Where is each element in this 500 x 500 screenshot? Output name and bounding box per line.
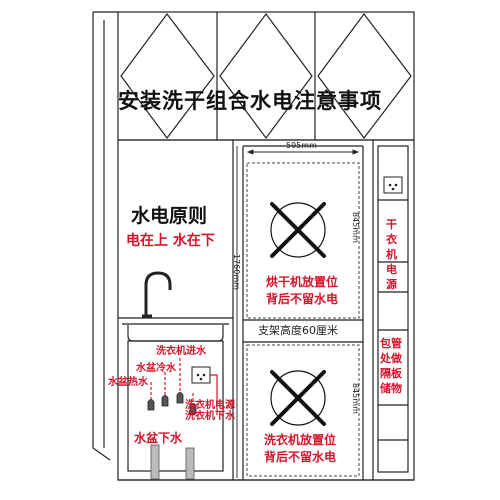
basin-drain-label: 水盆下水	[134, 431, 183, 445]
basin-drain-pipe	[150, 444, 160, 480]
bracket-height-label: 支架高度60厘米	[258, 324, 338, 337]
washer-power-label: 洗衣机电源	[185, 400, 235, 411]
page-title: 安装洗干组合水电注意事项	[118, 89, 382, 113]
pipe-partition-side-label: 包管处做隔板储物	[380, 337, 402, 395]
washer-position-label: 洗衣机放置位	[264, 433, 337, 447]
dryer-height-label: 845mm	[351, 212, 360, 243]
dryer-x-circle	[270, 202, 326, 258]
sink-cabinet-door	[127, 340, 224, 472]
basin-cold-label: 水盆冷水	[136, 363, 176, 374]
lower-cabinet-frame	[117, 139, 415, 481]
sink-basin	[127, 325, 224, 342]
dryer-position-label: 烘干机放置位	[266, 275, 339, 289]
cabinet-door-diamond-3	[317, 12, 412, 140]
faucet-spout	[144, 271, 172, 316]
total-height-label: 1760mm	[232, 254, 241, 290]
cabinet-door-diamond-2	[219, 12, 313, 140]
dryer-power-side-label: 干衣机电源	[386, 218, 397, 291]
cabinet-door-diamond-1	[120, 12, 215, 140]
washer-x-stroke-2	[270, 370, 326, 426]
cabinet-width-label: 595mm	[286, 141, 317, 150]
washer-x-circle	[270, 370, 326, 426]
washer-outline	[246, 344, 360, 477]
dryer-power-socket-icon	[383, 176, 403, 194]
upper-cabinet-frame	[117, 11, 415, 141]
washer-drain-valve-icon	[189, 403, 197, 415]
washer-inlet-label: 洗衣机进水	[156, 346, 206, 357]
cold-valve-icon	[161, 395, 169, 407]
washer-no-utilities-label: 背后不留水电	[264, 450, 337, 464]
hot-valve-icon	[147, 399, 155, 411]
washer-power-lead	[210, 374, 218, 415]
width-arrow-left	[246, 149, 254, 155]
width-arrow-right	[352, 149, 360, 155]
inlet-valve-icon	[176, 392, 184, 404]
wall-bottom-line	[92, 447, 111, 461]
washer-power-socket-icon	[191, 366, 211, 384]
principle-rule: 电在上 水在下	[126, 233, 215, 249]
dryer-outline	[246, 162, 360, 319]
washer-drain-label: 洗衣机下水	[185, 411, 235, 422]
dryer-x-stroke-2	[270, 202, 326, 258]
shelf-column-frame	[377, 145, 409, 473]
washer-height-label: 845mm	[351, 383, 360, 414]
washer-drain-standpipe	[185, 447, 195, 480]
dryer-no-utilities-label: 背后不留水电	[266, 292, 339, 306]
basin-hot-label: 水盆热水	[108, 377, 148, 388]
principle-heading: 水电原则	[131, 205, 208, 227]
